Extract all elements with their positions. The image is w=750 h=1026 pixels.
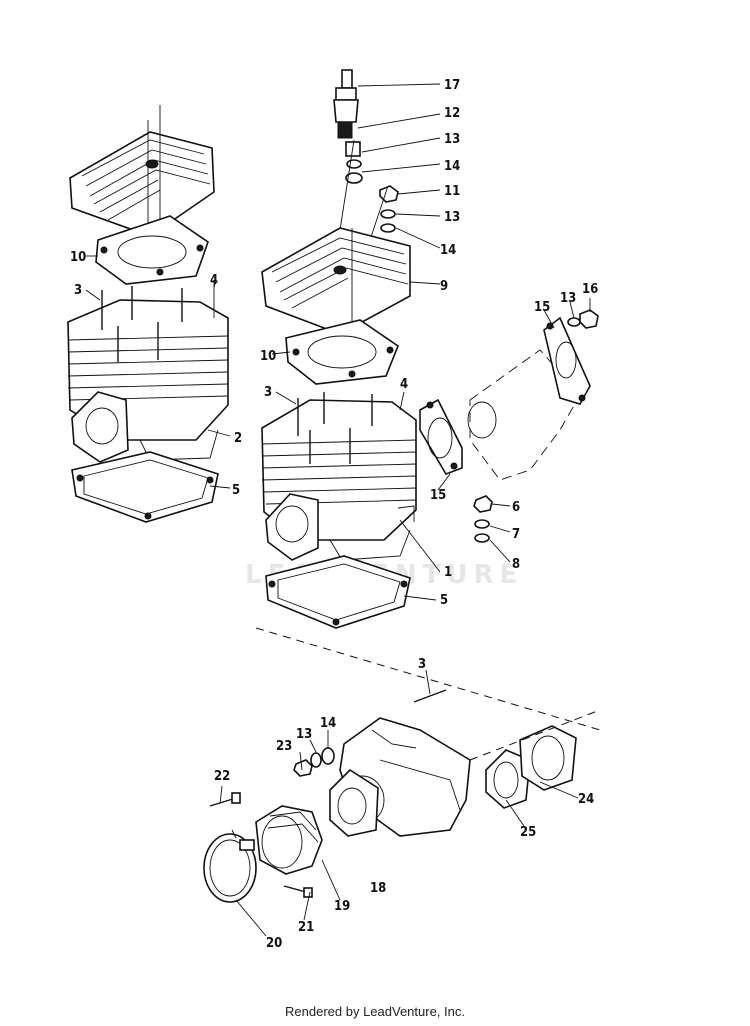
callout-13: 13 bbox=[444, 132, 460, 147]
hose-clamp bbox=[203, 829, 257, 903]
callout-7: 7 bbox=[512, 527, 520, 542]
callout-14: 14 bbox=[320, 716, 336, 731]
callout-15: 15 bbox=[534, 300, 550, 315]
intake-small-nut-washers bbox=[293, 747, 335, 777]
leader-lines bbox=[85, 83, 591, 937]
left-head-gasket bbox=[95, 215, 209, 285]
callout-9: 9 bbox=[440, 279, 448, 294]
callout-20: 20 bbox=[266, 936, 282, 951]
intake-flange bbox=[469, 709, 601, 791]
callout-22: 22 bbox=[214, 769, 230, 784]
callout-4: 4 bbox=[210, 273, 218, 288]
callout-10: 10 bbox=[70, 250, 86, 265]
intake-gasket bbox=[485, 749, 531, 809]
callout-10: 10 bbox=[260, 349, 276, 364]
right-base-gasket bbox=[265, 555, 411, 629]
callout-3: 3 bbox=[418, 657, 426, 672]
clamp-screws bbox=[209, 792, 313, 898]
callout-2: 2 bbox=[234, 431, 242, 446]
manifold-nuts bbox=[473, 309, 599, 543]
callout-6: 6 bbox=[512, 500, 520, 515]
callout-11: 11 bbox=[444, 184, 460, 199]
callout-13: 13 bbox=[560, 291, 576, 306]
carburetor-boot bbox=[255, 805, 323, 875]
callout-21: 21 bbox=[298, 920, 314, 935]
callout-14: 14 bbox=[444, 159, 460, 174]
callout-17: 17 bbox=[444, 78, 460, 93]
callout-5: 5 bbox=[440, 593, 448, 608]
callout-8: 8 bbox=[512, 557, 520, 572]
left-cylinder-head bbox=[69, 105, 215, 270]
right-head-gasket bbox=[285, 319, 399, 385]
intake-manifold bbox=[329, 717, 471, 837]
callout-12: 12 bbox=[444, 106, 460, 121]
left-cylinder bbox=[67, 280, 229, 463]
callout-18: 18 bbox=[370, 881, 386, 896]
callout-13: 13 bbox=[444, 210, 460, 225]
callout-3: 3 bbox=[264, 385, 272, 400]
callout-25: 25 bbox=[520, 825, 536, 840]
right-cylinder bbox=[261, 392, 417, 561]
callout-14: 14 bbox=[440, 243, 456, 258]
callout-3: 3 bbox=[74, 283, 82, 298]
callout-19: 19 bbox=[334, 899, 350, 914]
callout-15: 15 bbox=[430, 488, 446, 503]
left-base-gasket bbox=[71, 451, 219, 523]
callout-5: 5 bbox=[232, 483, 240, 498]
callout-16: 16 bbox=[582, 282, 598, 297]
callout-13: 13 bbox=[296, 727, 312, 742]
intake-stud bbox=[255, 627, 601, 731]
callout-23: 23 bbox=[276, 739, 292, 754]
footer-credit: Rendered by LeadVenture, Inc. bbox=[285, 1004, 465, 1019]
right-cylinder-head bbox=[261, 227, 411, 362]
callout-labels: 17 12 13 14 11 13 14 9 10 3 4 2 5 10 3 4… bbox=[70, 78, 598, 951]
callout-4: 4 bbox=[400, 377, 408, 392]
exhaust-gasket bbox=[419, 398, 463, 475]
callout-24: 24 bbox=[578, 792, 594, 807]
spark-plug bbox=[333, 69, 359, 139]
callout-1: 1 bbox=[444, 565, 452, 580]
exhaust-manifold bbox=[467, 316, 591, 481]
